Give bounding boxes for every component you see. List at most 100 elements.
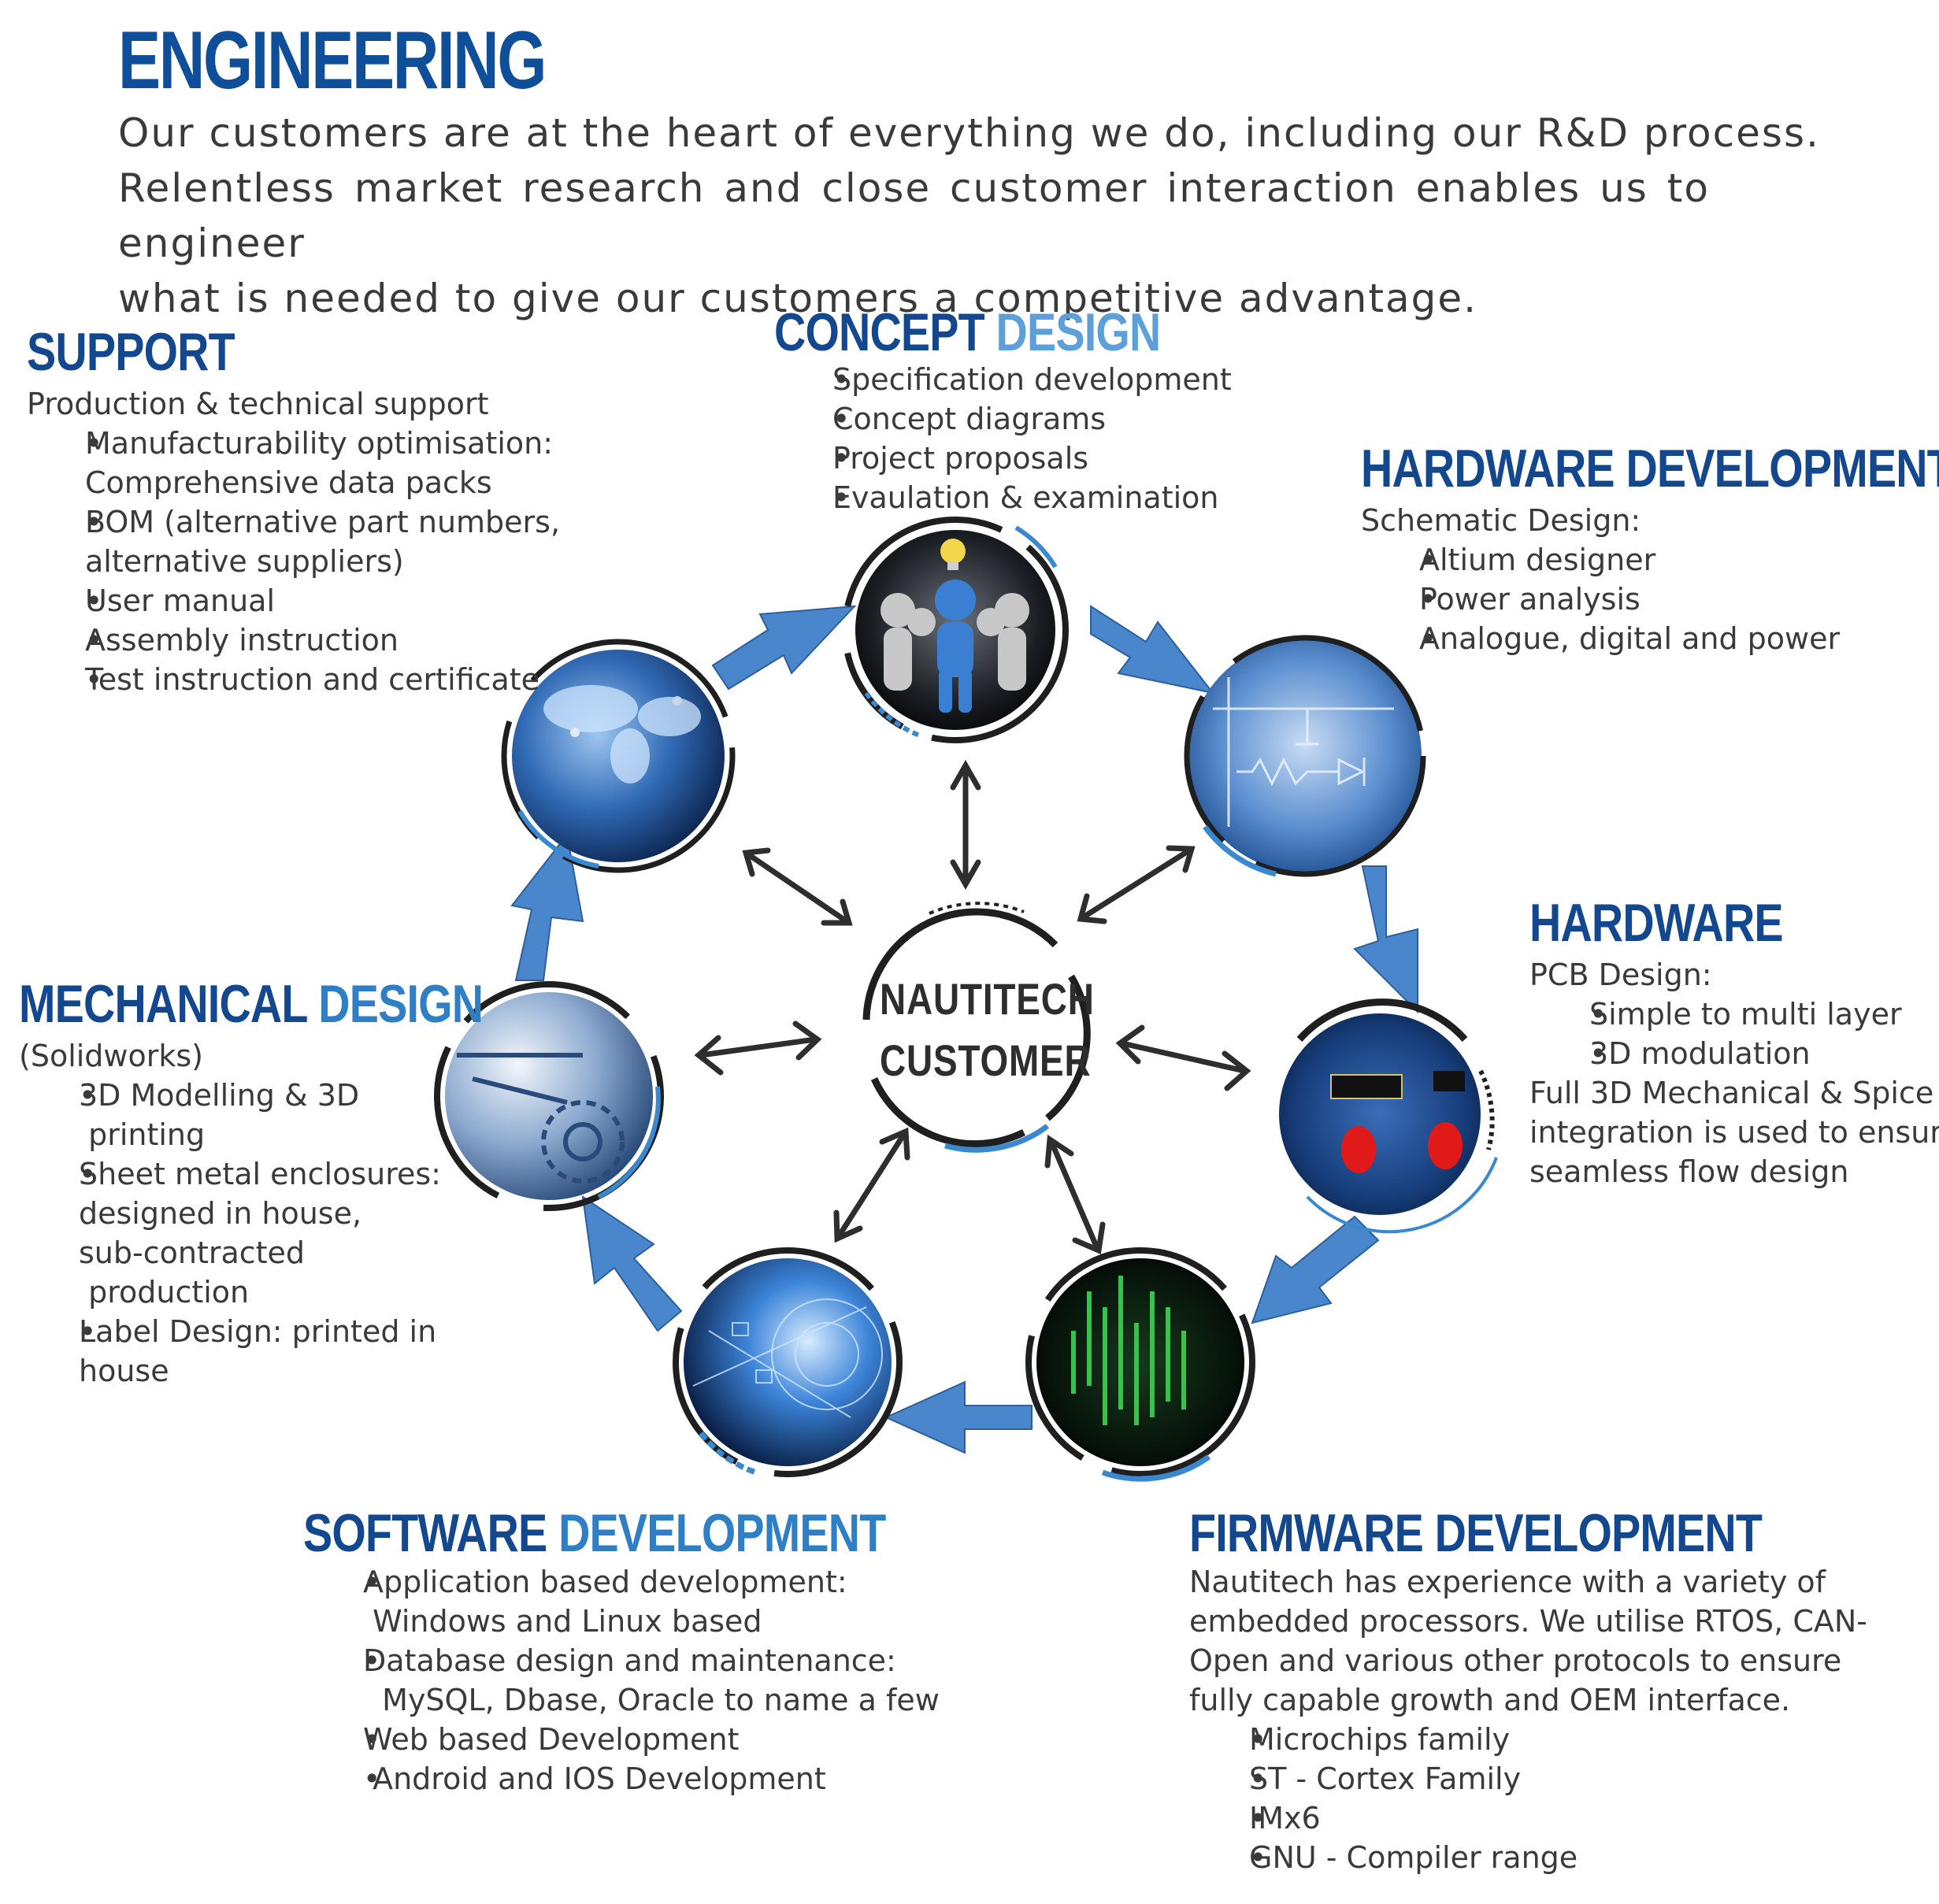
pcb-icon xyxy=(1330,1071,1465,1173)
line: Test instruction and certificate xyxy=(85,662,540,697)
line: GNU - Compiler range xyxy=(1249,1840,1578,1875)
title-part: DEVELOPMENT xyxy=(558,1503,886,1563)
bullet-list: Manufacturability optimisation: Comprehen… xyxy=(30,424,560,699)
list-item: Concept diagrams xyxy=(774,399,1245,439)
line: Full 3D Mechanical & Spice xyxy=(1529,1076,1934,1110)
arrow-concept-to-hwdev xyxy=(1090,605,1215,695)
bullet-list: 3D Modelling & 3D printing Sheet metal e… xyxy=(19,1076,584,1391)
line: alternative suppliers) xyxy=(85,544,404,579)
line: 3D modulation xyxy=(1589,1036,1811,1071)
arrow-hwdev-to-hardware xyxy=(1353,865,1418,1014)
list-item: Power analysis xyxy=(1361,580,1939,619)
list-item: ST - Cortex Family xyxy=(1189,1759,1888,1798)
line: IMx6 xyxy=(1249,1801,1321,1835)
list-item: Database design and maintenance: MySQL, … xyxy=(303,1641,1014,1720)
line: Comprehensive data packs xyxy=(85,465,492,500)
section-concept: CONCEPT DESIGN Specification development… xyxy=(774,303,1245,517)
line: 3D Modelling & 3D xyxy=(79,1078,360,1113)
schematic-icon xyxy=(1213,677,1394,827)
title-part: CONCEPT xyxy=(774,302,996,362)
list-item: User manual xyxy=(30,581,560,620)
line: Microchips family xyxy=(1249,1722,1511,1757)
line: Database design and maintenance: xyxy=(363,1643,896,1678)
node-support xyxy=(501,639,736,873)
link-center-mechanical xyxy=(694,1021,822,1076)
title-part: HARDWARE DEVELOPMENT xyxy=(1361,439,1939,498)
center-ring xyxy=(862,902,1091,1153)
section-title: FIRMWARE DEVELOPMENT xyxy=(1189,1504,1763,1562)
list-item: Project proposals xyxy=(774,439,1245,478)
list-item: 3D modulation xyxy=(1529,1034,1939,1073)
line: sub-contracted xyxy=(79,1235,306,1270)
arrow-firmware-to-software xyxy=(884,1380,1033,1454)
page-title: ENGINEERING xyxy=(118,15,547,106)
list-item: Specification development xyxy=(774,360,1245,399)
arrow-hardware-to-firmware xyxy=(1251,1215,1380,1324)
line: Analogue, digital and power xyxy=(1419,621,1841,656)
title-part: DESIGN xyxy=(995,302,1162,362)
intro-line: Relentless market research and close cus… xyxy=(118,165,1710,266)
link-center-firmware xyxy=(1044,1134,1106,1255)
list-item: Sheet metal enclosures: designed in house… xyxy=(19,1154,584,1312)
section-title: HARDWARE DEVELOPMENT xyxy=(1361,439,1939,498)
list-item: Test instruction and certificate xyxy=(30,660,560,699)
section-title: SUPPORT xyxy=(27,323,464,381)
arrow-support-to-concept xyxy=(711,605,857,691)
section-title: HARDWARE xyxy=(1529,894,1882,952)
section-firmware: FIRMWARE DEVELOPMENT Nautitech has exper… xyxy=(1189,1504,1888,1877)
line: seamless flow design xyxy=(1529,1154,1849,1189)
node-software xyxy=(673,1247,903,1477)
center-customer-label: NAUTITECH CUSTOMER xyxy=(880,969,1094,1091)
bullet-list: Microchips family ST - Cortex Family IMx… xyxy=(1189,1720,1888,1877)
bullet-list: Altium designer Power analysis Analogue,… xyxy=(1361,540,1939,658)
title-part: SUPPORT xyxy=(27,322,235,382)
line: Evaulation & examination xyxy=(832,480,1219,515)
list-item: Evaulation & examination xyxy=(774,478,1245,517)
node-hardware-dev xyxy=(1184,635,1426,877)
arrow-mechanical-to-support xyxy=(510,832,584,981)
center-line-2: CUSTOMER xyxy=(880,1035,1092,1085)
section-intro: Production & technical support xyxy=(27,387,489,421)
list-item: Web based Development xyxy=(303,1720,1014,1759)
link-center-hwdev xyxy=(1077,845,1196,924)
bullet-list: Application based development: Windows a… xyxy=(303,1562,1014,1798)
line: integration is used to ensure xyxy=(1529,1115,1939,1150)
line: Sheet metal enclosures: xyxy=(79,1157,441,1191)
line: designed in house, xyxy=(79,1196,362,1231)
line: Label Design: printed in xyxy=(79,1314,437,1349)
section-title: CONCEPT DESIGN xyxy=(774,302,1162,362)
flow-arrows xyxy=(510,605,1418,1454)
section-software: SOFTWARE DEVELOPMENT Application based d… xyxy=(303,1504,1014,1798)
section-hardware-dev: HARDWARE DEVELOPMENT Schematic Design: A… xyxy=(1361,439,1939,658)
link-center-software xyxy=(833,1127,910,1243)
line: Web based Development xyxy=(363,1722,740,1757)
node-hardware xyxy=(1279,998,1498,1234)
intro-line: Our customers are at the heart of everyt… xyxy=(118,110,1820,156)
digital-network-icon xyxy=(692,1298,883,1418)
code-matrix-icon xyxy=(1071,1276,1186,1425)
line: Nautitech has experience with a variety … xyxy=(1189,1565,1826,1599)
line: Concept diagrams xyxy=(832,402,1107,436)
node-concept xyxy=(842,517,1069,743)
section-outro: Full 3D Mechanical & Spice integration i… xyxy=(1529,1073,1939,1191)
people-lightbulb-icon xyxy=(881,539,1029,713)
line: fully capable growth and OEM interface. xyxy=(1189,1683,1791,1717)
list-item: Analogue, digital and power xyxy=(1361,619,1939,658)
line: Specification development xyxy=(832,362,1232,397)
node-firmware xyxy=(1025,1247,1255,1482)
bullet-list: Simple to multi layer 3D modulation xyxy=(1529,995,1939,1073)
link-center-concept xyxy=(950,759,981,891)
arrow-software-to-mechanical xyxy=(581,1195,683,1332)
list-item: Android and IOS Development xyxy=(303,1759,1014,1798)
line: Power analysis xyxy=(1419,582,1641,617)
line: Altium designer xyxy=(1419,543,1656,577)
list-item: 3D Modelling & 3D printing xyxy=(19,1076,584,1154)
section-intro: Schematic Design: xyxy=(1361,503,1641,538)
line: ST - Cortex Family xyxy=(1249,1761,1522,1796)
section-mechanical: MECHANICAL DESIGN (Solidworks) 3D Modell… xyxy=(19,975,584,1391)
line: Simple to multi layer xyxy=(1589,997,1902,1032)
line: Manufacturability optimisation: xyxy=(85,426,554,461)
line: Open and various other protocols to ensu… xyxy=(1189,1643,1842,1678)
section-intro: PCB Design: xyxy=(1529,958,1712,992)
